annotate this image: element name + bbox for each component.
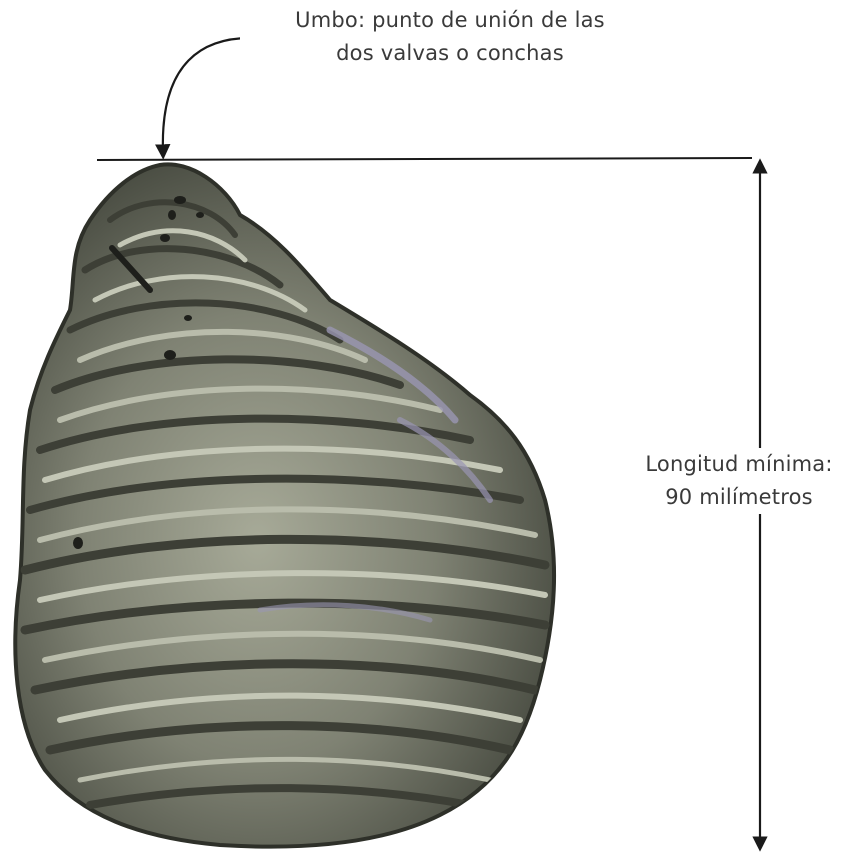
oyster-shell xyxy=(15,164,554,846)
length-annotation-line1: Longitud mínima: xyxy=(612,448,858,481)
umbo-annotation-line1: Umbo: punto de unión de las xyxy=(240,4,660,37)
top-reference-line xyxy=(97,158,752,160)
umbo-pointer-arrow xyxy=(163,38,250,152)
umbo-annotation-line2: dos valvas o conchas xyxy=(240,37,660,70)
length-annotation: Longitud mínima: 90 milímetros xyxy=(612,448,858,514)
length-annotation-line2: 90 milímetros xyxy=(612,481,858,514)
umbo-annotation: Umbo: punto de unión de las dos valvas o… xyxy=(240,4,660,70)
